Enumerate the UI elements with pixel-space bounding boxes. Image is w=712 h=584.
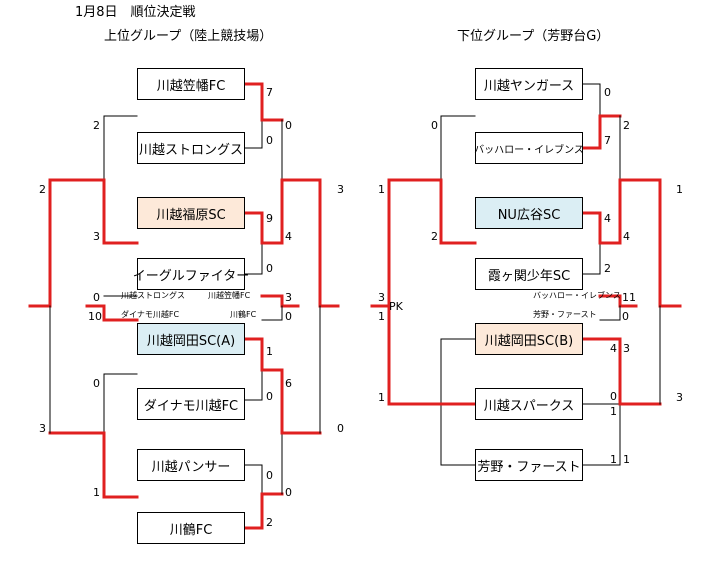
upper-cons-label: 川越笠幡FC bbox=[208, 291, 251, 300]
upper-score: 1 bbox=[266, 345, 273, 358]
lower-score: 1 bbox=[378, 391, 385, 404]
upper-team-7: 川越パンサー bbox=[137, 449, 245, 481]
lower-score: 1 bbox=[610, 405, 617, 418]
lower-score: 4 bbox=[610, 342, 617, 355]
upper-score: 2 bbox=[266, 516, 273, 529]
lower-score: 0 bbox=[431, 119, 438, 132]
upper-score: 3 bbox=[39, 422, 46, 435]
lower-team-7: 芳野・ファースト bbox=[475, 449, 583, 481]
upper-score: 3 bbox=[337, 183, 344, 196]
upper-cons-label: ダイナモ川越FC bbox=[121, 310, 180, 319]
upper-score: 0 bbox=[266, 390, 273, 403]
upper-score: 0 bbox=[266, 134, 273, 147]
upper-score: 0 bbox=[266, 262, 273, 275]
upper-score: 9 bbox=[266, 212, 273, 225]
lower-score: 1 bbox=[378, 310, 385, 323]
upper-team-5: 川越岡田SC(A) bbox=[137, 323, 245, 355]
date-title: 1月8日 順位決定戦 bbox=[75, 5, 196, 20]
lower-score: 0 bbox=[610, 390, 617, 403]
upper-score: 2 bbox=[93, 119, 100, 132]
upper-score: 2 bbox=[39, 183, 46, 196]
lower-team-5: 川越岡田SC(B) bbox=[475, 323, 583, 355]
upper-score: 1 bbox=[93, 486, 100, 499]
lower-score: 2 bbox=[431, 230, 438, 243]
upper-cons-score: 3 bbox=[285, 291, 292, 304]
lower-cons-score: 0 bbox=[622, 310, 629, 323]
lower-score: 1 bbox=[676, 183, 683, 196]
upper-team-3: 川越福原SC bbox=[137, 197, 245, 229]
lower-score: 1 bbox=[610, 453, 617, 466]
upper-team-4: イーグルファイター bbox=[133, 258, 249, 290]
upper-cons-label: 川鶴FC bbox=[230, 310, 257, 319]
upper-cons-score: 0 bbox=[285, 310, 292, 323]
upper-score: 6 bbox=[285, 377, 292, 390]
upper-group-title: 上位グループ（陸上競技場） bbox=[104, 29, 273, 44]
lower-cons-label: 芳野・ファースト bbox=[533, 310, 597, 319]
lower-score: 3 bbox=[676, 391, 683, 404]
upper-team-6: ダイナモ川越FC bbox=[137, 388, 245, 420]
upper-cons-score: 0 bbox=[93, 291, 100, 304]
lower-score: 1 bbox=[378, 183, 385, 196]
lower-team-6: 川越スパークス bbox=[475, 388, 583, 420]
upper-score: 0 bbox=[337, 422, 344, 435]
lower-team-3: NU広谷SC bbox=[475, 197, 583, 229]
upper-team-8: 川鶴FC bbox=[137, 512, 245, 544]
upper-cons-score: 10 bbox=[88, 310, 102, 323]
lower-score: 3 bbox=[623, 342, 630, 355]
lower-pk-label: PK bbox=[389, 300, 403, 313]
lower-team-2: バッハロー・イレブンス bbox=[474, 132, 584, 164]
upper-score: 0 bbox=[93, 377, 100, 390]
upper-score: 0 bbox=[285, 486, 292, 499]
lower-score: 2 bbox=[604, 262, 611, 275]
lower-cons-score: 11 bbox=[622, 291, 636, 304]
lower-score: 1 bbox=[623, 453, 630, 466]
lower-team-1: 川越ヤンガース bbox=[475, 68, 583, 100]
upper-score: 0 bbox=[285, 119, 292, 132]
upper-score: 0 bbox=[266, 469, 273, 482]
upper-cons-label: 川越ストロングス bbox=[121, 291, 185, 300]
lower-group-title: 下位グループ（芳野台G） bbox=[457, 29, 610, 44]
upper-score: 3 bbox=[93, 230, 100, 243]
upper-team-2: 川越ストロングス bbox=[137, 132, 245, 164]
upper-score: 4 bbox=[285, 230, 292, 243]
lower-score: 4 bbox=[623, 230, 630, 243]
lower-score: 7 bbox=[604, 134, 611, 147]
lower-cons-label: バッハロー・イレブンス bbox=[533, 291, 621, 300]
upper-score: 7 bbox=[266, 86, 273, 99]
lower-score: 0 bbox=[604, 86, 611, 99]
upper-team-1: 川越笠幡FC bbox=[137, 68, 245, 100]
lower-score: 2 bbox=[623, 119, 630, 132]
lower-score: 3 bbox=[378, 291, 385, 304]
lower-score: 4 bbox=[604, 212, 611, 225]
lower-team-4: 霞ヶ関少年SC bbox=[475, 258, 583, 290]
